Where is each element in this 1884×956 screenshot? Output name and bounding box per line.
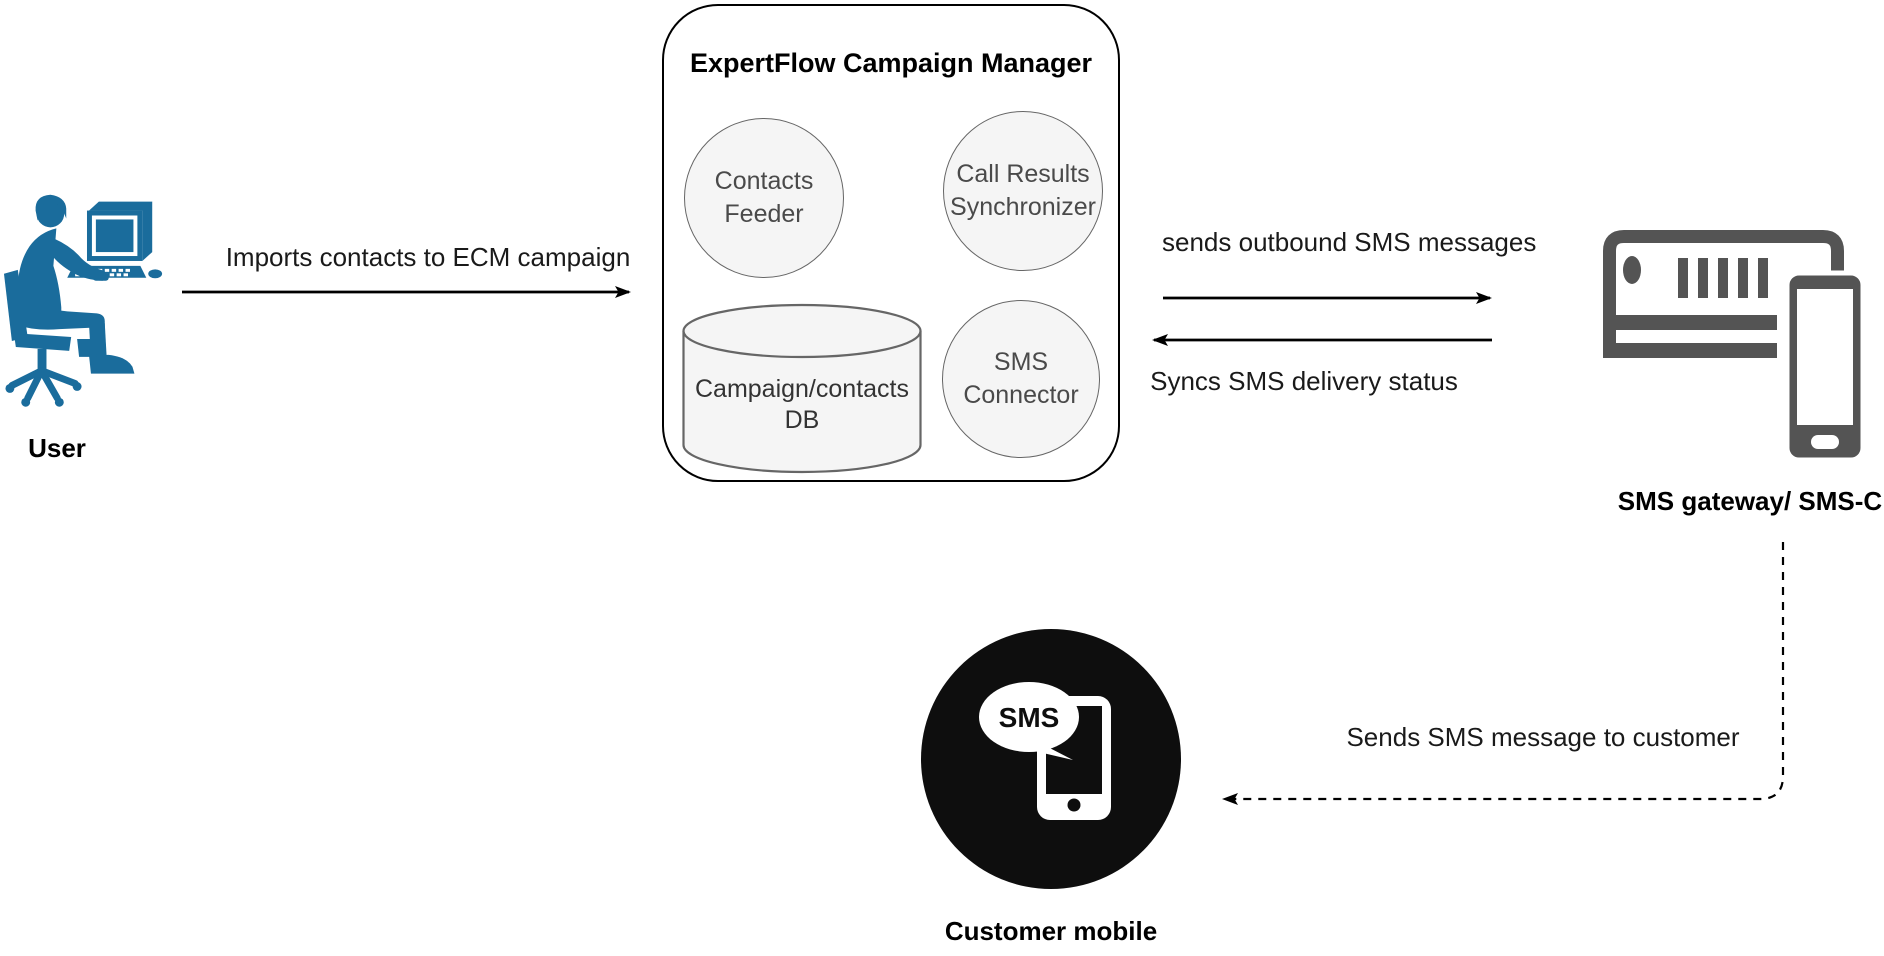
arrow-send-sms-to-customer-dashed xyxy=(1222,542,1785,805)
label-outbound-sms: sends outbound SMS messages xyxy=(1162,227,1537,257)
customer-mobile-label: Customer mobile xyxy=(944,916,1158,946)
db-label-line1: Campaign/contacts xyxy=(694,375,909,403)
sms-bubble-text: SMS xyxy=(999,702,1060,733)
node-call-results-line2: Synchronizer xyxy=(950,193,1096,221)
node-contacts-feeder-line2: Feeder xyxy=(724,200,804,228)
label-sync-delivery-status: Syncs SMS delivery status xyxy=(1150,366,1458,396)
ecm-title: ExpertFlow Campaign Manager xyxy=(689,48,1093,78)
database-cylinder-icon xyxy=(682,303,922,474)
label-send-sms-to-customer: Sends SMS message to customer xyxy=(1346,722,1740,752)
db-label-line2: DB xyxy=(784,406,820,434)
node-call-results-synchronizer: Call Results Synchronizer xyxy=(943,111,1103,271)
sms-bubble xyxy=(979,682,1079,752)
node-contacts-feeder-line1: Contacts xyxy=(714,167,814,195)
node-contacts-feeder: Contacts Feeder xyxy=(684,118,844,278)
node-sms-connector-line1: SMS xyxy=(993,348,1049,376)
user-at-computer-icon xyxy=(3,194,163,407)
sms-gateway-icon xyxy=(1603,230,1865,463)
customer-mobile-icon: SMS xyxy=(921,629,1181,889)
label-imports-contacts: Imports contacts to ECM campaign xyxy=(225,242,631,272)
gateway-label: SMS gateway/ SMS-C xyxy=(1617,486,1883,516)
node-campaign-contacts-db: Campaign/contacts DB xyxy=(682,374,922,436)
node-call-results-line1: Call Results xyxy=(956,160,1090,188)
user-label: User xyxy=(28,433,86,463)
node-sms-connector: SMS Connector xyxy=(942,300,1100,458)
node-sms-connector-line2: Connector xyxy=(963,381,1079,409)
